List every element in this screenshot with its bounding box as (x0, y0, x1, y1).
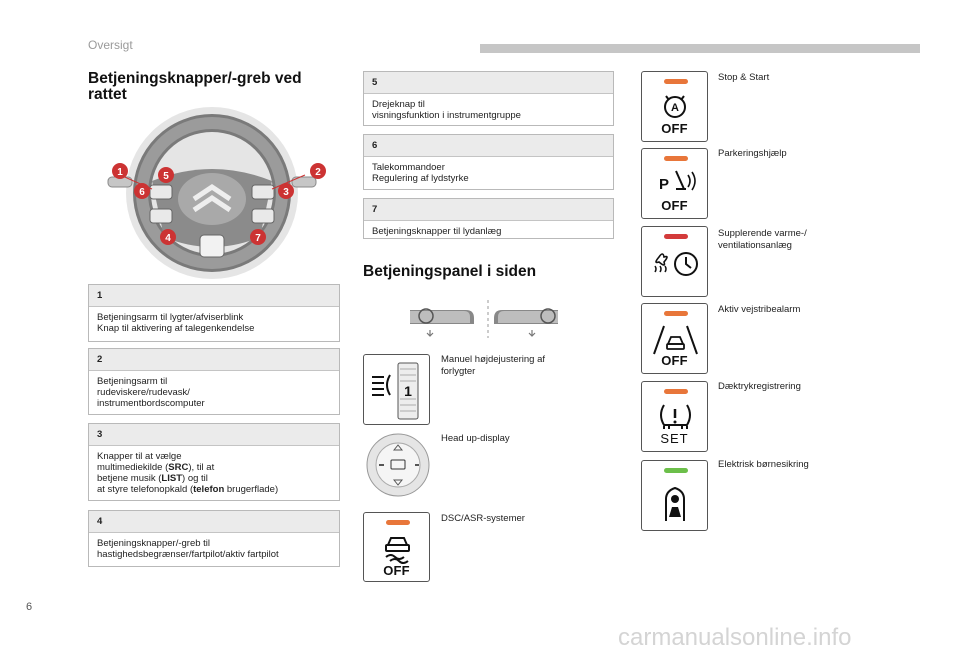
headlamp-beam-icon: 1 (372, 362, 419, 420)
item-box-2: 2 Betjeningsarm til rudeviskere/rudevask… (88, 348, 340, 415)
steering-controls-title: Betjeningsknapper/-greb ved rattet (88, 70, 302, 103)
lane-departure-led (664, 311, 688, 316)
head-up-display-label: Head up-display (441, 433, 510, 444)
headlamp-adjust-tile[interactable]: 1 (363, 354, 430, 425)
item-box-6: 6 Talekommandoer Regulering af lydstyrke (363, 134, 614, 190)
tyre-pressure-label: Dæktrykregistrering (718, 381, 801, 392)
parking-sensors-tile[interactable]: P OFF (641, 148, 708, 219)
child-lock-led (664, 468, 688, 473)
aux-heating-tile[interactable] (641, 226, 708, 297)
child-safety-lock-icon (665, 486, 685, 521)
page-header-bar (480, 44, 920, 53)
head-up-display-control[interactable] (365, 432, 431, 498)
dsc-status-led (386, 520, 410, 525)
callout-7: 7 (250, 229, 266, 245)
item-box-3: 3 Knapper til at vælge multimediekilde (… (88, 423, 340, 501)
svg-text:A: A (671, 102, 679, 114)
dsc-asr-label: DSC/ASR-systemer (441, 513, 525, 524)
watermark: carmanualsonline.info (618, 624, 852, 649)
child-lock-tile[interactable] (641, 460, 708, 531)
parking-sensors-led (664, 156, 688, 161)
svg-text:6: 6 (139, 187, 145, 198)
skid-car-icon (385, 537, 410, 564)
side-panel-location-icon (410, 300, 558, 338)
svg-text:2: 2 (315, 167, 321, 178)
steering-wheel-illustration: 1 5 2 6 3 4 7 (107, 107, 326, 279)
side-panel-title: Betjeningspanel i siden (363, 263, 537, 280)
stop-start-label: Stop & Start (718, 72, 770, 83)
lane-departure-tile[interactable]: OFF (641, 303, 708, 374)
svg-text:P: P (659, 176, 669, 193)
callout-5: 5 (158, 167, 174, 183)
svg-text:3: 3 (283, 187, 289, 198)
parking-sensor-icon: P (659, 170, 696, 193)
callout-6: 6 (134, 183, 150, 199)
heating-timer-icon (654, 252, 698, 276)
dsc-asr-tile[interactable]: OFF (363, 512, 430, 582)
tyre-pressure-tile[interactable]: SET (641, 381, 708, 452)
svg-text:4: 4 (165, 233, 171, 244)
tyre-warning-icon (660, 404, 691, 429)
tyre-pressure-led (664, 389, 688, 394)
callout-3: 3 (278, 183, 294, 199)
callout-4: 4 (160, 229, 176, 245)
callout-1: 1 (112, 163, 128, 179)
stop-start-tile[interactable]: A OFF (641, 71, 708, 142)
page-header-label: Oversigt (88, 38, 133, 52)
lane-departure-label: Aktiv vejstribealarm (718, 304, 801, 315)
item-box-5: 5 Drejeknap til visningsfunktion i instr… (363, 71, 614, 126)
callout-2: 2 (310, 163, 326, 179)
item-box-7: 7 Betjeningsknapper til lydanlæg (363, 198, 614, 239)
stop-start-led (664, 79, 688, 84)
item-box-1: 1 Betjeningsarm til lygter/afviserblink … (88, 284, 340, 342)
svg-text:1: 1 (404, 383, 412, 399)
item-box-4: 4 Betjeningsknapper/-greb til hastigheds… (88, 510, 340, 567)
aux-heating-led (664, 234, 688, 239)
auto-stop-icon: A (664, 95, 686, 118)
child-lock-label: Elektrisk børnesikring (718, 459, 809, 470)
parking-sensors-label: Parkeringshjælp (718, 148, 787, 159)
svg-text:1: 1 (117, 167, 123, 178)
headlamp-adjust-label: Manuel højdejustering af forlygter (441, 354, 546, 377)
aux-heating-label: Supplerende varme-/ ventilationsanlæg (718, 228, 807, 251)
svg-text:5: 5 (163, 171, 169, 182)
page-number: 6 (26, 601, 33, 613)
lane-car-icon (653, 325, 698, 355)
svg-text:7: 7 (255, 233, 261, 244)
